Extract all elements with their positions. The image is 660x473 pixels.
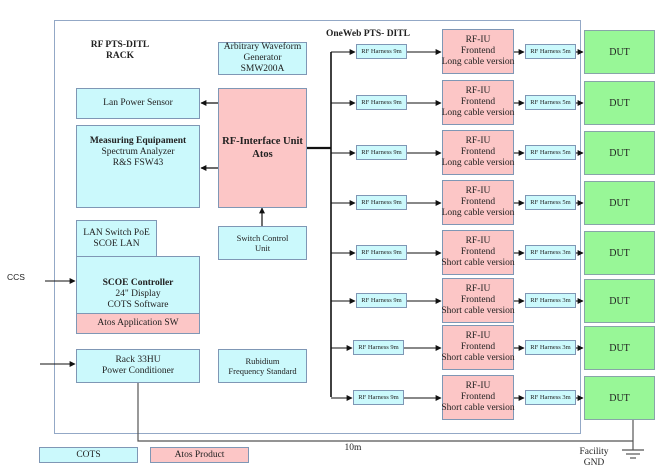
- rf-iu-line2: Frontend: [460, 247, 496, 257]
- awg-line2: Generator: [243, 53, 282, 63]
- dut-box: DUT: [584, 181, 655, 225]
- legend-atos-product: Atos Product: [150, 447, 249, 463]
- rubidium-line1: Rubidium: [245, 356, 280, 366]
- rf-iu-line1: RF-IU: [465, 136, 491, 146]
- switch-control-unit-box: Switch Control Unit: [218, 226, 307, 260]
- awg-line3: SMW200A: [240, 64, 285, 74]
- rf-iu-line2: Frontend: [460, 46, 496, 56]
- rf-iu-line2: Frontend: [460, 392, 496, 402]
- rf-harness-in: RF Harness 9m: [356, 245, 407, 260]
- lan-switch-line2: SCOE LAN: [93, 238, 140, 249]
- rubidium-line2: Frequency Standard: [228, 366, 297, 376]
- atos-application-sw-box: Atos Application SW: [76, 313, 200, 334]
- rf-interface-line1: RF-Interface Unit: [222, 136, 303, 147]
- rubidium-frequency-standard-box: Rubidium Frequency Standard: [218, 349, 307, 383]
- facility-gnd-line1: Facility: [579, 447, 609, 457]
- rack-title-line1: RF PTS-DITL: [90, 40, 150, 50]
- ground-symbol: [622, 449, 644, 459]
- rf-iu-line1: RF-IU: [465, 35, 491, 45]
- rf-harness-in: RF Harness 9m: [356, 293, 407, 308]
- measuring-equipment-box: Measuring Equipament Spectrum Analyzer R…: [76, 125, 200, 208]
- rf-iu-line1: RF-IU: [465, 236, 491, 246]
- legend-cots: COTS: [39, 447, 138, 463]
- rf-harness-out: RF Harness 3m: [525, 340, 576, 355]
- rf-harness-in: RF Harness 9m: [353, 340, 404, 355]
- rf-iu-line2: Frontend: [460, 295, 496, 305]
- lan-power-sensor-box: Lan Power Sensor: [76, 88, 200, 119]
- switch-control-line1: Switch Control: [236, 233, 289, 243]
- switch-control-line2: Unit: [254, 243, 271, 253]
- rf-interface-unit-box: RF-Interface Unit Atos: [218, 88, 307, 208]
- scoe-title: SCOE Controller: [102, 278, 174, 288]
- measuring-line3: R&S FSW43: [112, 158, 164, 168]
- rf-iu-line2: Frontend: [460, 147, 496, 157]
- rf-iu-line3: Long cable version: [441, 208, 515, 218]
- rf-iu-line3: Long cable version: [441, 158, 515, 168]
- rf-iu-line3: Short cable version: [441, 258, 515, 268]
- rf-harness-in: RF Harness 9m: [353, 390, 404, 405]
- rack-title: RF PTS-DITL RACK: [80, 40, 160, 62]
- measuring-line2: Spectrum Analyzer: [101, 147, 175, 157]
- ccs-label: CCS: [7, 272, 25, 282]
- rf-iu-line3: Short cable version: [441, 306, 515, 316]
- rack-power-line2: Power Conditioner: [101, 366, 175, 376]
- dut-box: DUT: [584, 30, 655, 74]
- rf-iu-line2: Frontend: [460, 342, 496, 352]
- rf-iu-line1: RF-IU: [465, 284, 491, 294]
- rf-iu-line1: RF-IU: [465, 86, 491, 96]
- rf-iu-line2: Frontend: [460, 197, 496, 207]
- rf-iu-line3: Short cable version: [441, 353, 515, 363]
- rack-power-conditioner-box: Rack 33HU Power Conditioner: [76, 349, 200, 383]
- rf-iu-line1: RF-IU: [465, 331, 491, 341]
- oneweb-title: OneWeb PTS- DITL: [326, 29, 410, 39]
- rf-iu-line1: RF-IU: [465, 381, 491, 391]
- rf-harness-in: RF Harness 9m: [356, 195, 407, 210]
- rf-iu-line1: RF-IU: [465, 186, 491, 196]
- dut-box: DUT: [584, 376, 655, 420]
- dut-box: DUT: [584, 81, 655, 125]
- scoe-line3: COTS Software: [107, 300, 169, 310]
- rf-harness-out: RF Harness 3m: [525, 293, 576, 308]
- rf-iu-line2: Frontend: [460, 97, 496, 107]
- rf-iu-line3: Long cable version: [441, 108, 515, 118]
- dut-box: DUT: [584, 326, 655, 370]
- rf-harness-out: RF Harness 5m: [525, 44, 576, 59]
- rf-harness-out: RF Harness 5m: [525, 95, 576, 110]
- rf-harness-out: RF Harness 3m: [525, 390, 576, 405]
- dut-box: DUT: [584, 279, 655, 323]
- ground-wire: [137, 382, 633, 442]
- lan-switch-line1: LAN Switch PoE: [83, 227, 150, 238]
- lan-switch-box: LAN Switch PoE SCOE LAN: [76, 220, 157, 257]
- rf-interface-line2: Atos: [252, 149, 273, 160]
- rf-iu-line3: Long cable version: [441, 57, 515, 67]
- rf-harness-out: RF Harness 3m: [525, 245, 576, 260]
- rf-harness-in: RF Harness 9m: [356, 145, 407, 160]
- dut-box: DUT: [584, 231, 655, 275]
- rack-frame: [54, 20, 581, 434]
- awg-box: Arbitrary Waveform Generator SMW200A: [218, 42, 307, 75]
- scoe-line2: 24" Display: [115, 289, 161, 299]
- facility-gnd-line2: GND: [583, 458, 605, 468]
- dut-box: DUT: [584, 131, 655, 175]
- awg-line1: Arbitrary Waveform: [223, 42, 302, 52]
- scoe-controller-box: SCOE Controller 24" Display COTS Softwar…: [76, 256, 200, 314]
- rf-harness-out: RF Harness 5m: [525, 195, 576, 210]
- measuring-title: Measuring Equipament: [89, 136, 187, 146]
- rf-iu-line3: Short cable version: [441, 403, 515, 413]
- facility-gnd-label: Facility GND: [574, 447, 614, 469]
- rf-harness-in: RF Harness 9m: [356, 44, 407, 59]
- rf-harness-in: RF Harness 9m: [356, 95, 407, 110]
- cable-length-label: 10m: [344, 443, 362, 453]
- rack-power-line1: Rack 33HU: [115, 355, 161, 365]
- rf-harness-out: RF Harness 5m: [525, 145, 576, 160]
- rack-title-line2: RACK: [106, 51, 134, 61]
